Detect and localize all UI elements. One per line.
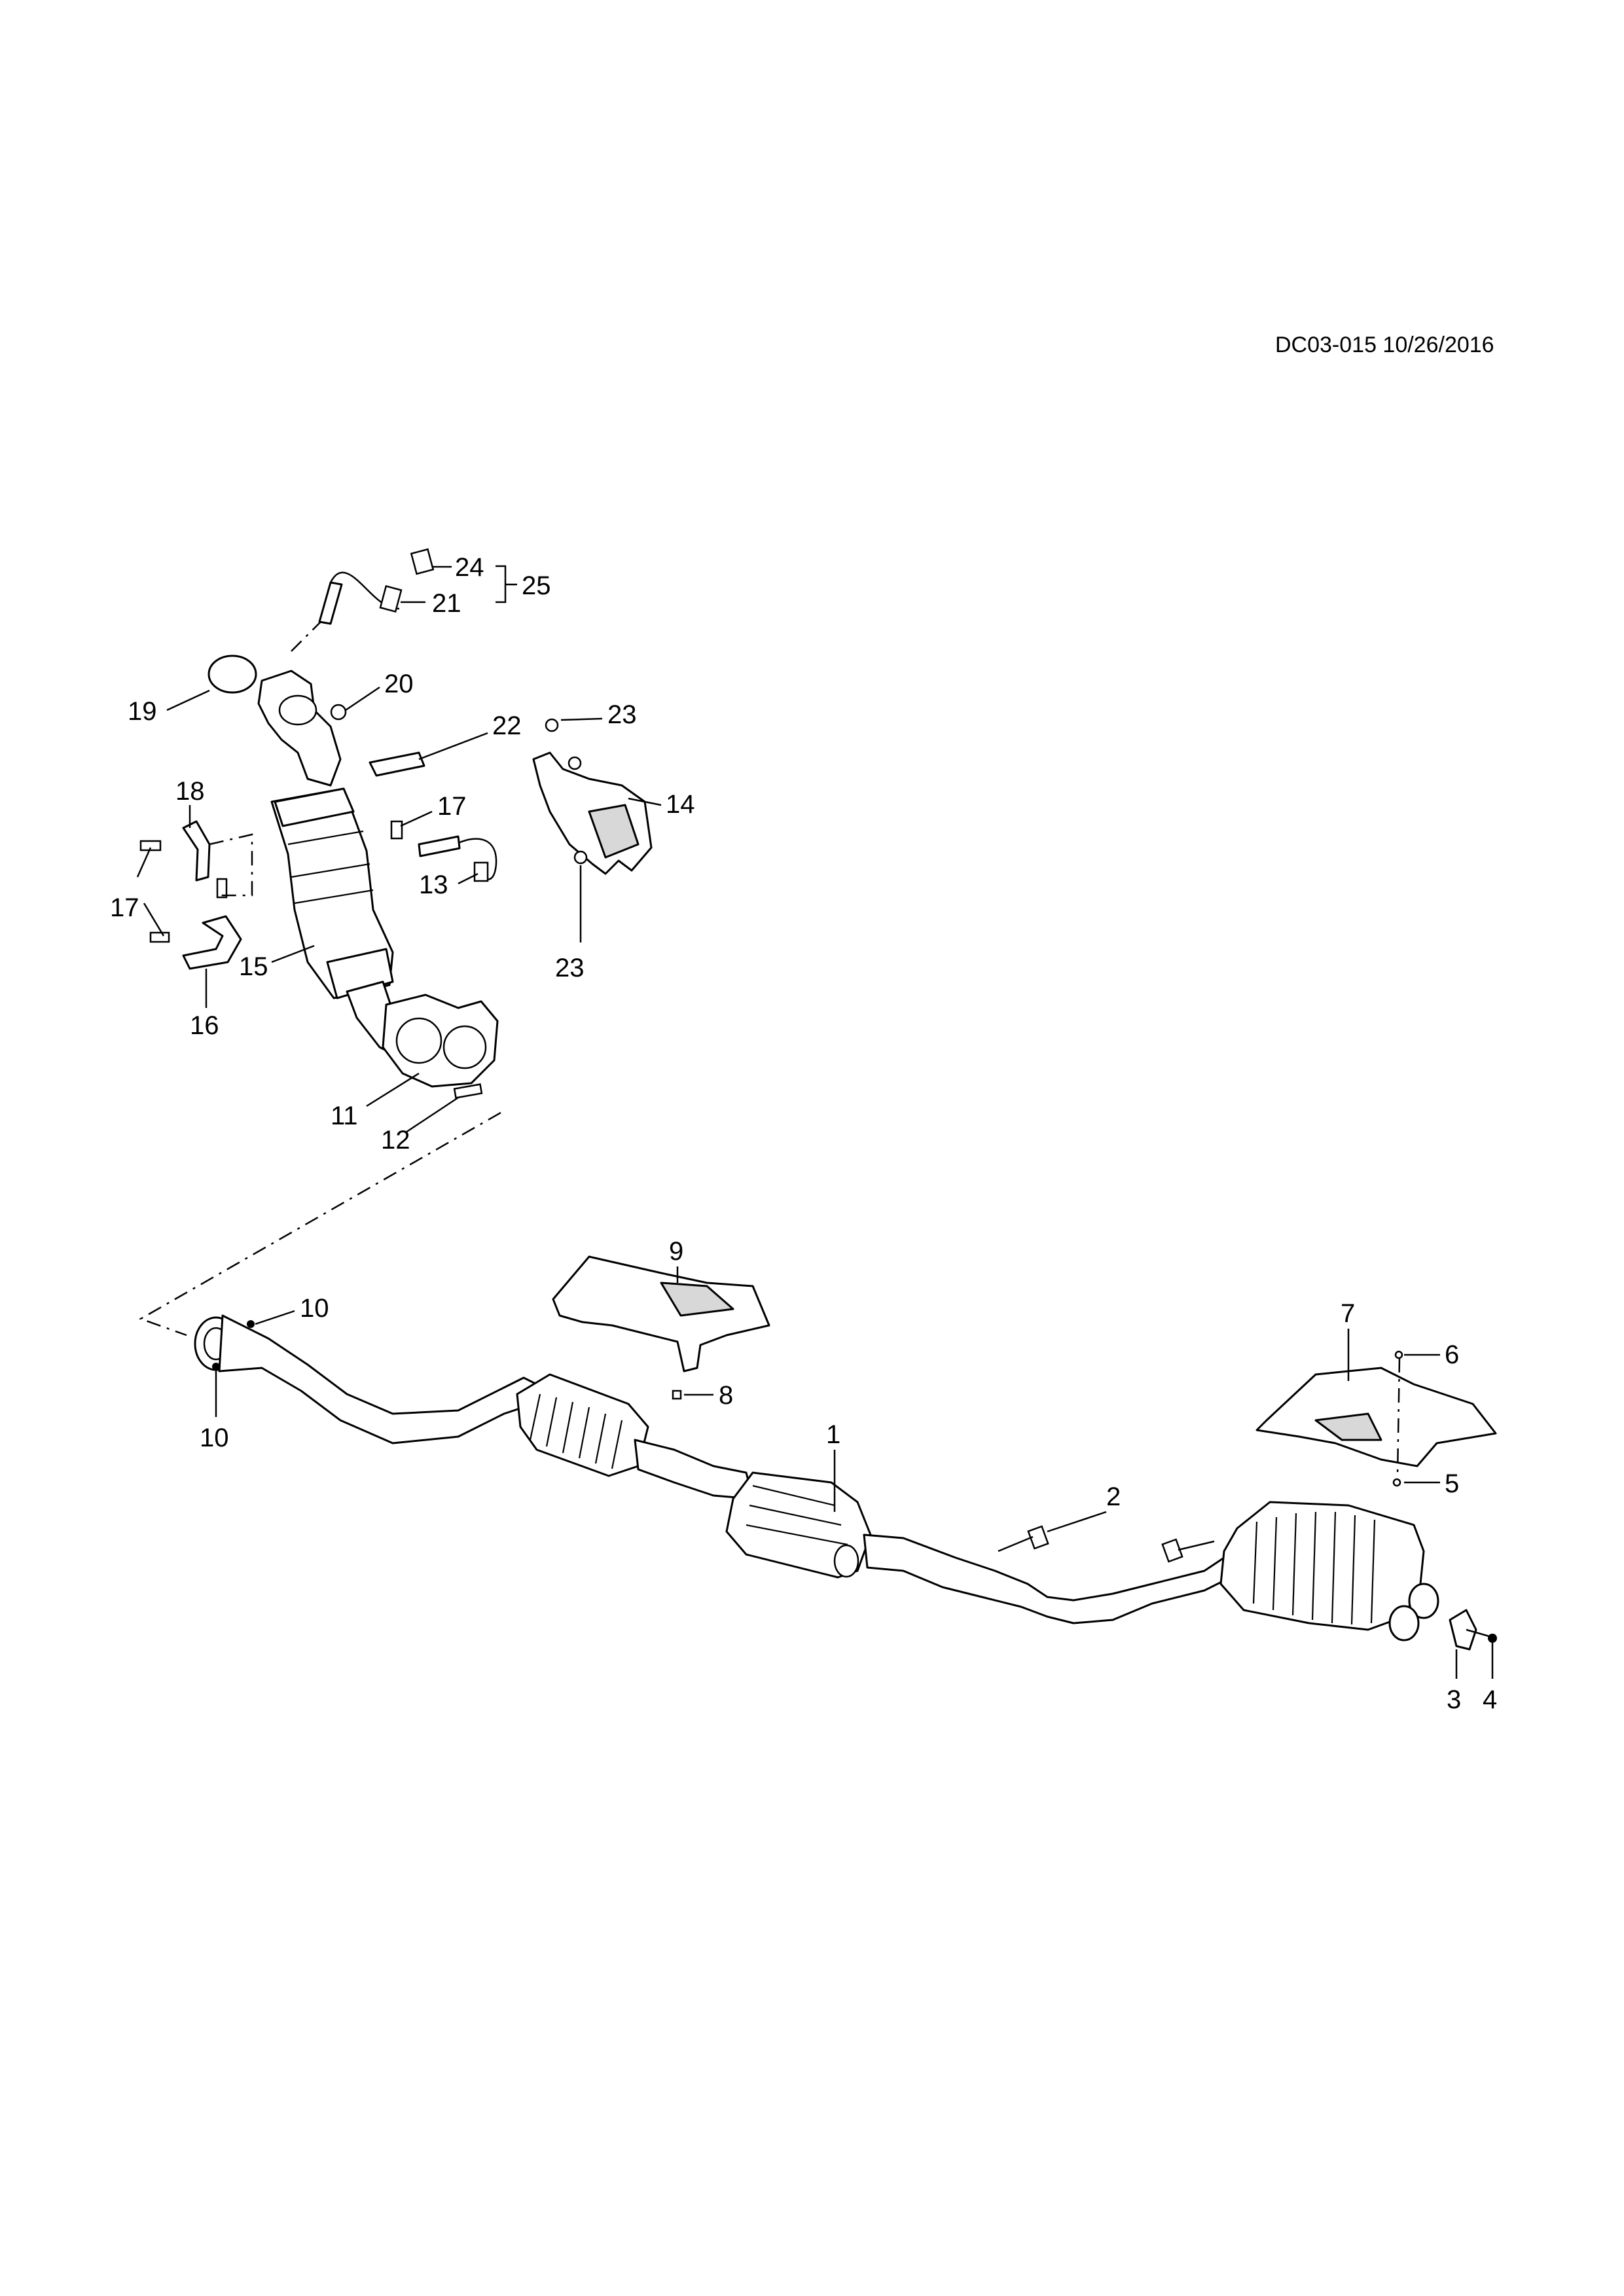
heat-shield-14 — [532, 718, 653, 875]
callout-3: 3 — [1447, 1685, 1461, 1714]
callout-labels: 24 21 25 20 19 22 17 13 15 11 12 18 17 1… — [110, 553, 1497, 1714]
oxygen-sensor-upper — [291, 548, 435, 652]
callout-13: 13 — [419, 870, 448, 899]
exhaust-pipe-assembly — [194, 1314, 1439, 1641]
callout-23-bottom: 23 — [555, 954, 585, 982]
callout-24: 24 — [455, 553, 484, 582]
gasket-ring — [208, 655, 257, 694]
callout-11: 11 — [331, 1102, 358, 1130]
callout-8: 8 — [719, 1381, 733, 1410]
callout-5: 5 — [1445, 1469, 1459, 1498]
callout-20: 20 — [384, 670, 414, 698]
callout-10-top: 10 — [300, 1294, 329, 1323]
callout-21: 21 — [432, 589, 461, 618]
callout-4: 4 — [1483, 1685, 1497, 1714]
document-id-date: DC03-015 10/26/2016 — [1275, 332, 1494, 357]
nut-10b-icon — [212, 1363, 220, 1371]
callout-23-top: 23 — [607, 700, 637, 729]
callout-25: 25 — [522, 571, 551, 600]
connection-line — [139, 1111, 501, 1336]
callout-15: 15 — [239, 952, 268, 981]
heat-shield-7 — [1255, 1350, 1497, 1487]
callout-17-right: 17 — [437, 792, 467, 821]
catalytic-converter-assembly — [257, 670, 499, 1088]
callout-10-bottom: 10 — [200, 1424, 229, 1452]
callout-18: 18 — [175, 777, 205, 806]
heat-shield-9 — [552, 1255, 770, 1400]
callout-14: 14 — [666, 790, 695, 819]
callout-1: 1 — [826, 1420, 840, 1449]
callout-9: 9 — [669, 1237, 683, 1266]
callout-2: 2 — [1106, 1482, 1121, 1511]
nut-10a-icon — [247, 1320, 255, 1328]
leader-lines — [136, 565, 1494, 1679]
nut-20-icon — [330, 704, 347, 721]
callout-17-left: 17 — [110, 893, 139, 922]
callout-22: 22 — [492, 711, 522, 740]
callout-16: 16 — [190, 1011, 219, 1040]
callout-19: 19 — [128, 697, 157, 726]
bracket-16 — [149, 915, 242, 970]
bracket-3 — [1449, 1609, 1497, 1651]
stud-12-icon — [453, 1083, 483, 1099]
callout-12: 12 — [381, 1126, 410, 1155]
bracket-18 — [139, 820, 253, 899]
callout-6: 6 — [1445, 1340, 1459, 1369]
callout-7: 7 — [1341, 1299, 1355, 1328]
